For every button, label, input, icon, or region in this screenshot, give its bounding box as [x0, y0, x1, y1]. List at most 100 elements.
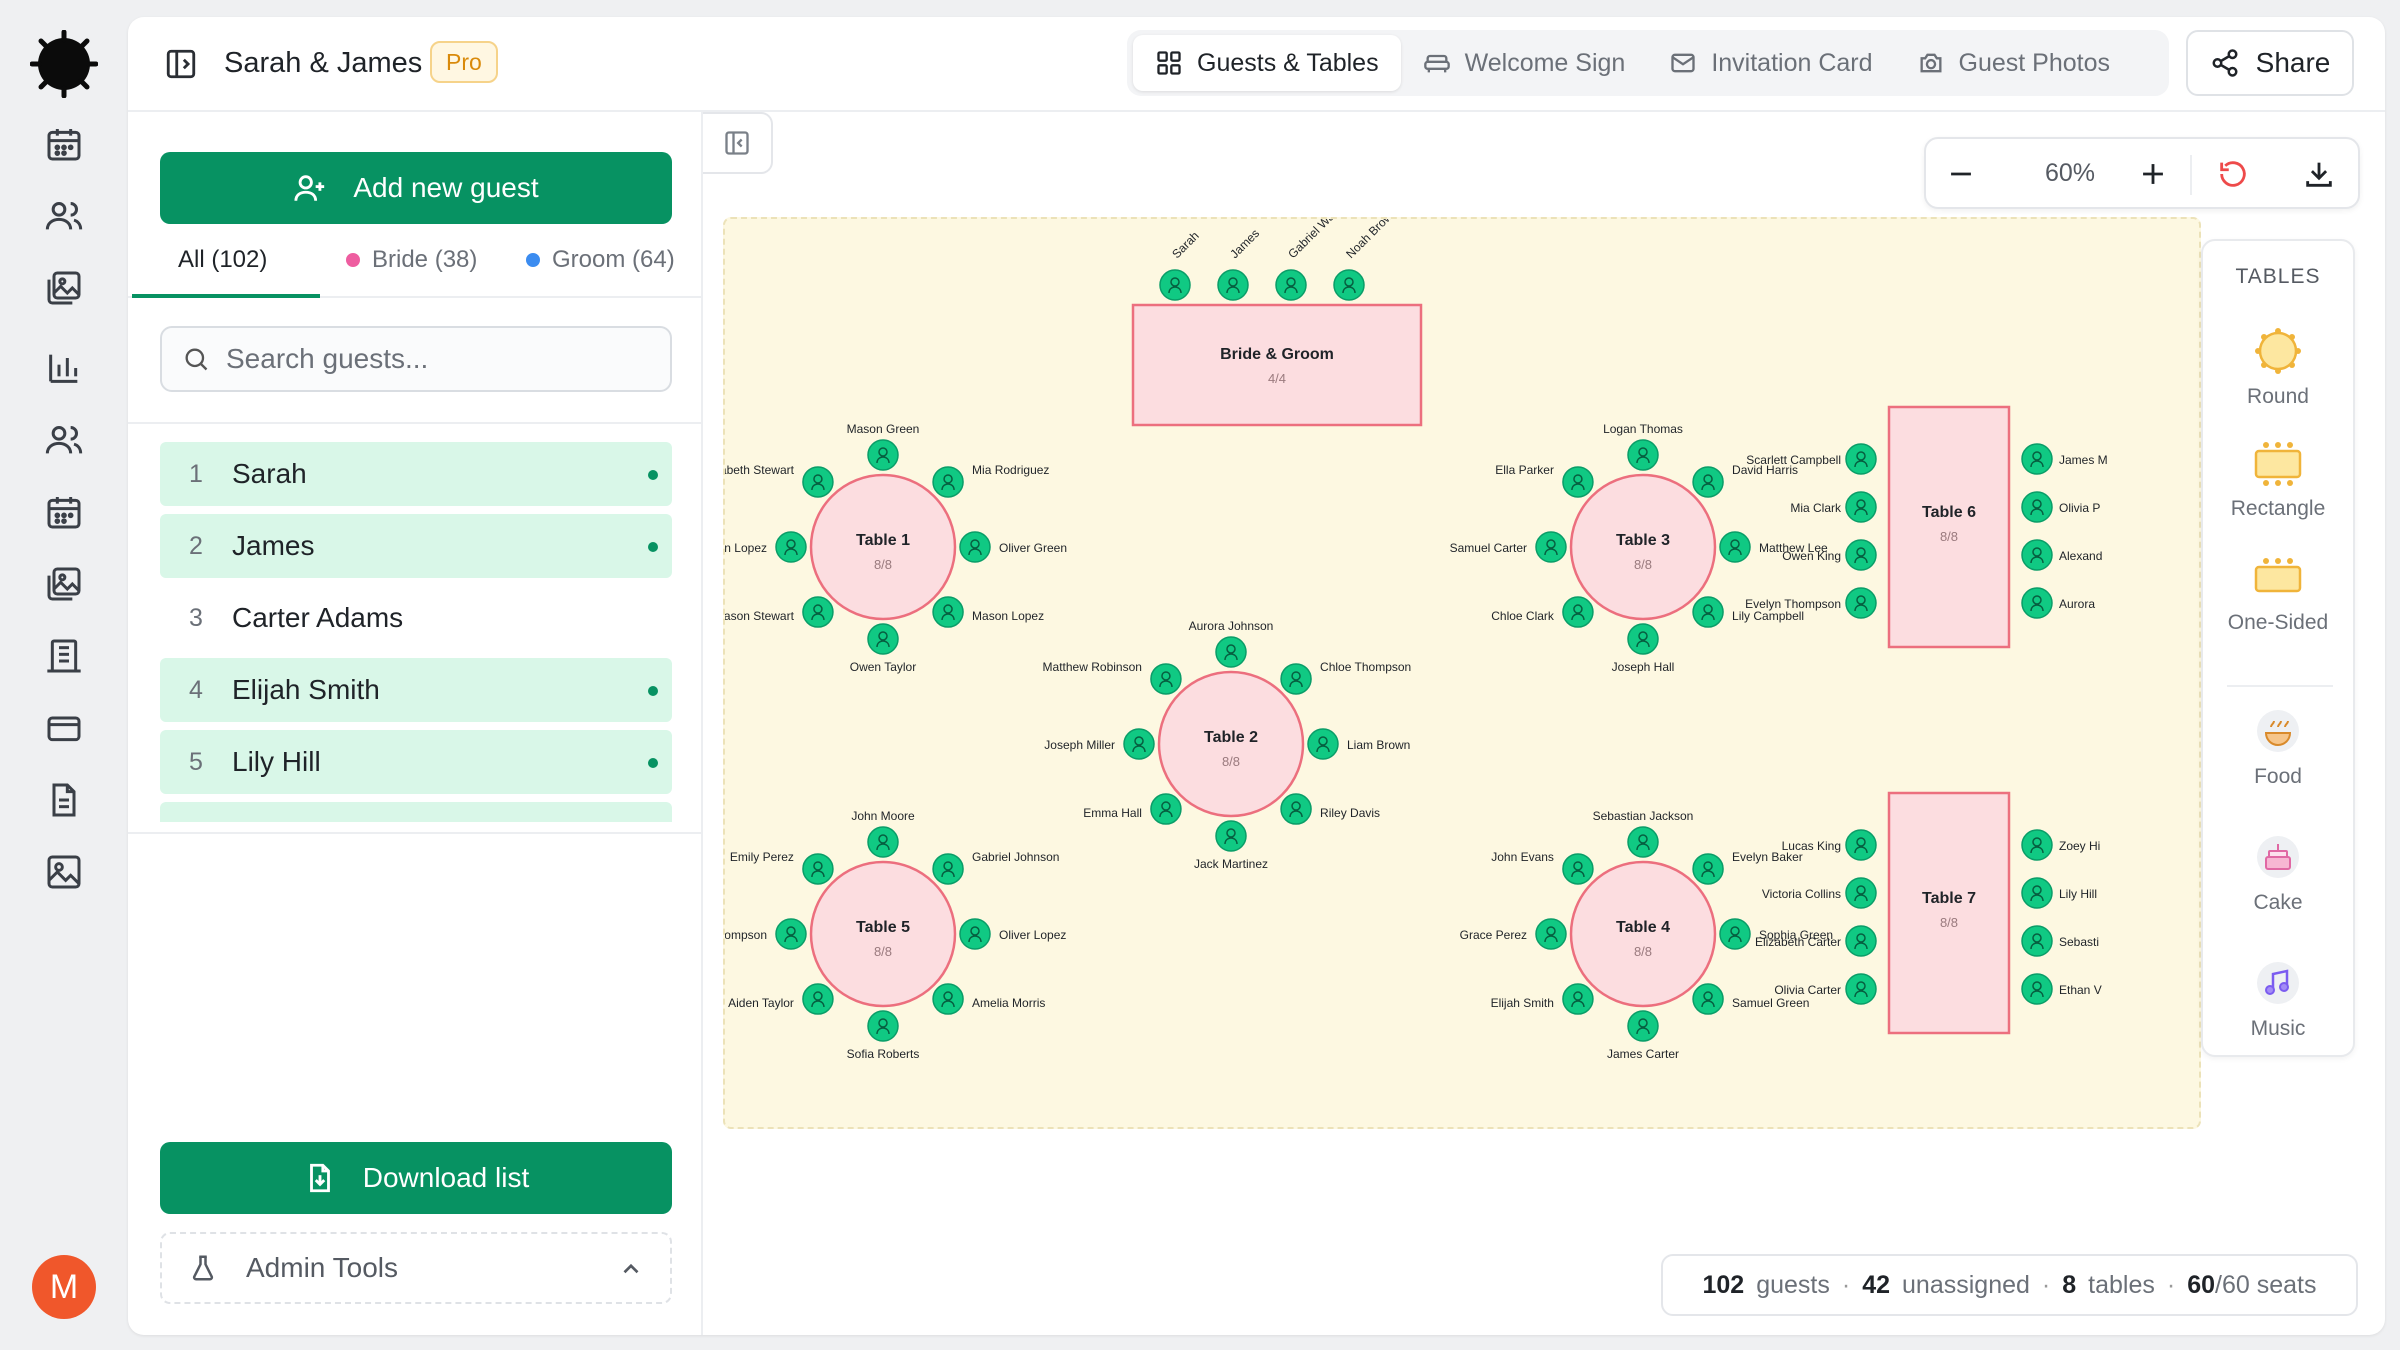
seat[interactable] — [802, 466, 834, 498]
users-icon[interactable] — [44, 196, 84, 236]
search-input[interactable] — [226, 343, 626, 375]
tab-guest-photos[interactable]: Guest Photos — [1895, 35, 2132, 91]
seat[interactable] — [1845, 973, 1877, 1005]
seat[interactable] — [1719, 918, 1751, 950]
seat[interactable] — [1562, 853, 1594, 885]
seat[interactable] — [1275, 269, 1307, 301]
seat[interactable] — [1217, 269, 1249, 301]
seat[interactable] — [932, 853, 964, 885]
filter-all[interactable]: All (102) — [178, 246, 267, 274]
palette-item-rectangle[interactable]: Rectangle — [2203, 439, 2353, 521]
seat[interactable] — [1562, 983, 1594, 1015]
seat[interactable] — [1845, 491, 1877, 523]
calendar-icon[interactable] — [44, 492, 84, 532]
seat[interactable] — [2021, 443, 2053, 475]
credit-card-icon[interactable] — [44, 708, 84, 748]
download-icon[interactable] — [2302, 157, 2336, 191]
seat[interactable] — [2021, 925, 2053, 957]
panel-toggle-icon[interactable] — [164, 47, 198, 81]
seat[interactable] — [2021, 877, 2053, 909]
palette-item-cake[interactable]: Cake — [2203, 833, 2353, 915]
palette-item-one-sided[interactable]: One-Sided — [2203, 553, 2353, 635]
seat[interactable] — [1562, 596, 1594, 628]
add-guest-button[interactable]: Add new guest — [160, 152, 672, 224]
document-icon[interactable] — [44, 780, 84, 820]
palette-item-round[interactable]: Round — [2203, 327, 2353, 409]
seat[interactable] — [1627, 1010, 1659, 1042]
seat[interactable] — [1123, 728, 1155, 760]
seat[interactable] — [1535, 918, 1567, 950]
seat[interactable] — [1845, 877, 1877, 909]
seat[interactable] — [802, 596, 834, 628]
seat[interactable] — [1845, 925, 1877, 957]
tab-welcome-sign[interactable]: Welcome Sign — [1401, 35, 1648, 91]
download-list-button[interactable]: Download list — [160, 1142, 672, 1214]
gallery-icon[interactable] — [44, 268, 84, 308]
seat[interactable] — [2021, 491, 2053, 523]
seat[interactable] — [932, 596, 964, 628]
seat[interactable] — [1307, 728, 1339, 760]
seat[interactable] — [1692, 466, 1724, 498]
seat[interactable] — [1280, 793, 1312, 825]
bar-chart-icon[interactable] — [44, 348, 84, 388]
seat[interactable] — [1215, 636, 1247, 668]
tab-guests-tables[interactable]: Guests & Tables — [1133, 35, 1401, 91]
seat[interactable] — [1333, 269, 1365, 301]
seat[interactable] — [775, 531, 807, 563]
user-avatar[interactable]: M — [32, 1255, 96, 1319]
seat[interactable] — [867, 1010, 899, 1042]
building-icon[interactable] — [44, 636, 84, 676]
seat[interactable] — [959, 918, 991, 950]
seat[interactable] — [1627, 439, 1659, 471]
users-icon[interactable] — [44, 420, 84, 460]
seat[interactable] — [1692, 596, 1724, 628]
seat[interactable] — [802, 853, 834, 885]
filter-groom[interactable]: Groom (64) — [526, 246, 675, 274]
seat[interactable] — [1280, 663, 1312, 695]
guest-row[interactable]: 6Owen King — [160, 802, 672, 822]
palette-item-food[interactable]: Food — [2203, 707, 2353, 789]
seat[interactable] — [932, 466, 964, 498]
collapse-panel-button[interactable] — [703, 112, 773, 174]
seat[interactable] — [2021, 539, 2053, 571]
seat[interactable] — [1215, 820, 1247, 852]
seat[interactable] — [1692, 853, 1724, 885]
seat[interactable] — [775, 918, 807, 950]
seat[interactable] — [867, 623, 899, 655]
seat[interactable] — [2021, 973, 2053, 1005]
seat[interactable] — [932, 983, 964, 1015]
seat[interactable] — [802, 983, 834, 1015]
filter-bride[interactable]: Bride (38) — [346, 246, 477, 274]
share-button[interactable]: Share — [2186, 30, 2354, 96]
seat[interactable] — [1150, 793, 1182, 825]
zoom-in-icon[interactable] — [2136, 157, 2170, 191]
seat[interactable] — [2021, 587, 2053, 619]
image-icon[interactable] — [44, 852, 84, 892]
seat[interactable] — [867, 826, 899, 858]
seat[interactable] — [2021, 829, 2053, 861]
seat[interactable] — [1562, 466, 1594, 498]
seat[interactable] — [1719, 531, 1751, 563]
palette-item-music[interactable]: Music — [2203, 959, 2353, 1041]
seat[interactable] — [1627, 623, 1659, 655]
app-logo[interactable] — [30, 30, 98, 98]
seat[interactable] — [1845, 587, 1877, 619]
seat[interactable] — [1159, 269, 1191, 301]
seat[interactable] — [1627, 826, 1659, 858]
seat[interactable] — [959, 531, 991, 563]
admin-tools-toggle[interactable]: Admin Tools — [160, 1232, 672, 1304]
seat[interactable] — [1845, 443, 1877, 475]
calendar-icon[interactable] — [44, 124, 84, 164]
